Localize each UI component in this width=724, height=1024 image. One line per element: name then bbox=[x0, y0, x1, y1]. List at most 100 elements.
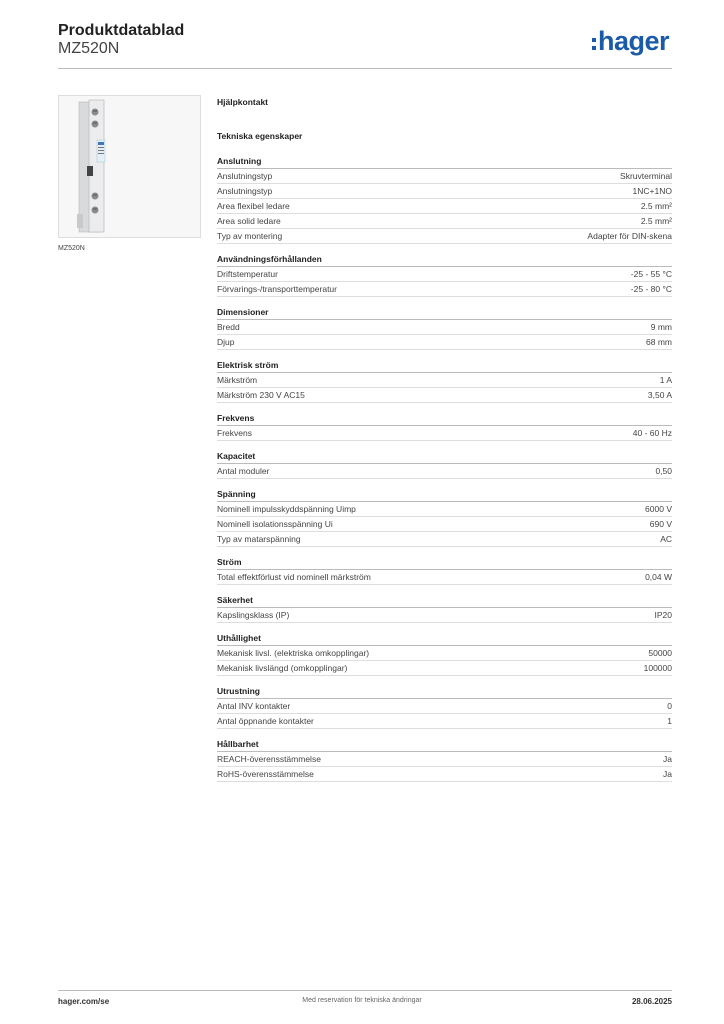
spec-value: IP20 bbox=[654, 610, 673, 620]
spec-label: Mekanisk livslängd (omkopplingar) bbox=[217, 663, 348, 673]
logo-text: hager bbox=[598, 25, 670, 56]
spec-label: Mekanisk livsl. (elektriska omkopplingar… bbox=[217, 648, 370, 658]
spec-value: Ja bbox=[663, 769, 672, 779]
spec-row: Typ av montering Adapter för DIN-skena bbox=[217, 229, 672, 244]
spec-value: 50000 bbox=[648, 648, 672, 658]
section-heading: Ström bbox=[217, 556, 672, 570]
spec-label: Anslutningstyp bbox=[217, 186, 273, 196]
header-divider bbox=[58, 68, 672, 69]
spec-label: Märkström 230 V AC15 bbox=[217, 390, 305, 400]
page-title: Produktdatablad bbox=[58, 22, 185, 39]
spec-value: 40 - 60 Hz bbox=[632, 428, 672, 438]
footer-divider bbox=[58, 990, 672, 991]
spec-value: AC bbox=[660, 534, 672, 544]
spec-value: -25 - 80 °C bbox=[630, 284, 672, 294]
spec-value: 1 A bbox=[659, 375, 672, 385]
spec-label: Förvarings-/transporttemperatur bbox=[217, 284, 337, 294]
spec-label: Antal moduler bbox=[217, 466, 270, 476]
spec-label: Djup bbox=[217, 337, 235, 347]
spec-row: Märkström 1 A bbox=[217, 373, 672, 388]
spec-label: Kapslingsklass (IP) bbox=[217, 610, 290, 620]
spec-label: Typ av montering bbox=[217, 231, 283, 241]
section-heading: Dimensioner bbox=[217, 306, 672, 320]
section-heading: Säkerhet bbox=[217, 594, 672, 608]
spec-label: RoHS-överensstämmelse bbox=[217, 769, 314, 779]
product-image bbox=[58, 95, 201, 238]
spec-row: Djup 68 mm bbox=[217, 335, 672, 350]
spec-value: 100000 bbox=[643, 663, 672, 673]
spec-label: Typ av matarspänning bbox=[217, 534, 301, 544]
section-heading: Användningsförhållanden bbox=[217, 253, 672, 267]
spec-value: 1 bbox=[667, 716, 672, 726]
section-heading: Elektrisk ström bbox=[217, 359, 672, 373]
section-heading: Frekvens bbox=[217, 412, 672, 426]
spec-row: Anslutningstyp 1NC+1NO bbox=[217, 184, 672, 199]
footer-note: Med reservation för tekniska ändringar bbox=[302, 997, 422, 1004]
spec-value: 1NC+1NO bbox=[632, 186, 672, 196]
spec-value: 6000 V bbox=[645, 504, 672, 514]
product-model: MZ520N bbox=[58, 40, 120, 57]
spec-row: Driftstemperatur -25 - 55 °C bbox=[217, 267, 672, 282]
spec-label: Driftstemperatur bbox=[217, 269, 278, 279]
product-category: Hjälpkontakt bbox=[217, 97, 269, 107]
spec-value: Adapter för DIN-skena bbox=[587, 231, 672, 241]
spec-label: Area flexibel ledare bbox=[217, 201, 290, 211]
spec-label: Nominell isolationsspänning Ui bbox=[217, 519, 333, 529]
section-heading: Uthållighet bbox=[217, 632, 672, 646]
spec-label: Märkström bbox=[217, 375, 258, 385]
section-heading: Kapacitet bbox=[217, 450, 672, 464]
spec-content: Hjälpkontakt Tekniska egenskaper Anslutn… bbox=[217, 95, 672, 782]
hager-logo[interactable]: hager bbox=[592, 25, 670, 56]
spec-value: 0,04 W bbox=[645, 572, 672, 582]
spec-value: Skruvterminal bbox=[620, 171, 672, 181]
spec-row: Mekanisk livslängd (omkopplingar) 100000 bbox=[217, 661, 672, 676]
spec-label: Area solid ledare bbox=[217, 216, 281, 226]
spec-row: Total effektförlust vid nominell märkstr… bbox=[217, 570, 672, 585]
spec-label: Frekvens bbox=[217, 428, 252, 438]
spec-row: Nominell impulsskyddspänning Uimp 6000 V bbox=[217, 502, 672, 517]
spec-value: Ja bbox=[663, 754, 672, 764]
image-caption: MZ520N bbox=[58, 245, 85, 252]
spec-value: 9 mm bbox=[650, 322, 672, 332]
auxiliary-contact-icon bbox=[59, 96, 200, 237]
spec-label: Bredd bbox=[217, 322, 240, 332]
spec-row: Frekvens 40 - 60 Hz bbox=[217, 426, 672, 441]
spec-row: Anslutningstyp Skruvterminal bbox=[217, 169, 672, 184]
spec-label: Anslutningstyp bbox=[217, 171, 273, 181]
spec-label: Antal öppnande kontakter bbox=[217, 716, 314, 726]
spec-row: Bredd 9 mm bbox=[217, 320, 672, 335]
footer-website-link[interactable]: hager.com/se bbox=[58, 997, 110, 1006]
spec-label: Antal INV kontakter bbox=[217, 701, 291, 711]
logo-dots-icon bbox=[592, 38, 596, 50]
spec-value: -25 - 55 °C bbox=[630, 269, 672, 279]
spec-row: Antal moduler 0,50 bbox=[217, 464, 672, 479]
spec-row: Antal öppnande kontakter 1 bbox=[217, 714, 672, 729]
spec-row: Förvarings-/transporttemperatur -25 - 80 … bbox=[217, 282, 672, 297]
spec-value: 68 mm bbox=[646, 337, 672, 347]
spec-row: Mekanisk livsl. (elektriska omkopplingar… bbox=[217, 646, 672, 661]
footer-date: 28.06.2025 bbox=[631, 997, 672, 1006]
spec-label: Nominell impulsskyddspänning Uimp bbox=[217, 504, 356, 514]
spec-label: Total effektförlust vid nominell märkstr… bbox=[217, 572, 371, 582]
spec-value: 0,50 bbox=[655, 466, 672, 476]
spec-row: Kapslingsklass (IP) IP20 bbox=[217, 608, 672, 623]
spec-row: RoHS-överensstämmelse Ja bbox=[217, 767, 672, 782]
section-heading: Anslutning bbox=[217, 155, 672, 169]
